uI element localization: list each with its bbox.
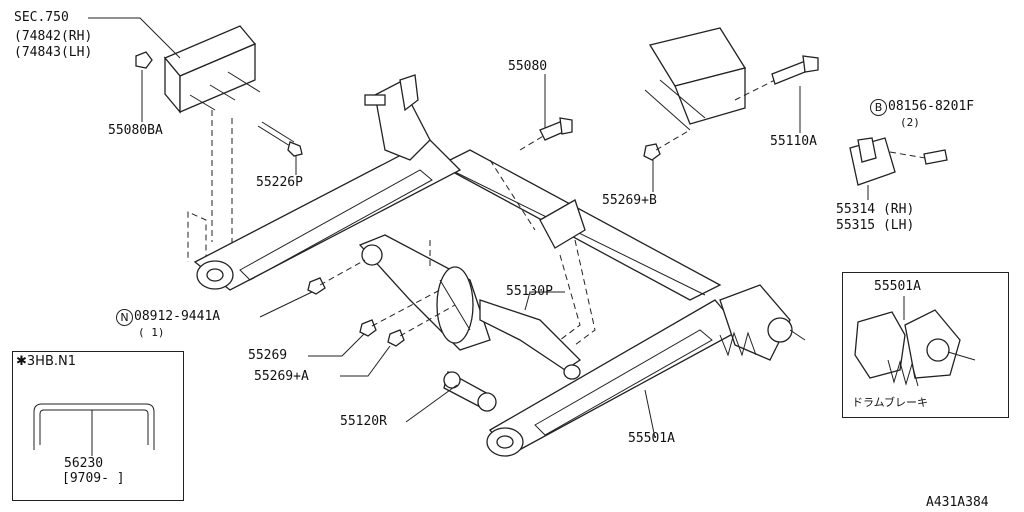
- label-hb-title: ✱3HB.N1: [16, 354, 76, 369]
- bracket-55314: [849, 137, 948, 186]
- guide-left: [187, 118, 233, 263]
- label-55120r: 55120R: [340, 414, 387, 429]
- drum-brake-knuckle: [854, 309, 976, 387]
- diagram-code: A431A384: [926, 495, 989, 510]
- label-bolt-code: 08156-8201F: [888, 99, 975, 114]
- label-55501a-inset: 55501A: [874, 279, 921, 294]
- label-56230: 56230: [64, 456, 104, 471]
- label-sec-lh: (74843(LH): [14, 45, 93, 60]
- nut-55269a: [387, 329, 405, 347]
- label-drum-brake: ドラムブレーキ: [852, 396, 929, 409]
- body-frame-left: [163, 25, 261, 114]
- nut-55269: [359, 319, 377, 337]
- label-nut-qty: ( 1): [138, 326, 165, 339]
- hb-inset: [12, 351, 184, 501]
- label-nut-code: 08912-9441A: [134, 309, 221, 324]
- label-55226p: 55226P: [256, 175, 303, 190]
- trailing-arm-left: [193, 74, 462, 291]
- label-55314: 55314 (RH): [836, 202, 915, 217]
- body-frame-right: [644, 27, 747, 131]
- label-55269a: 55269+A: [254, 369, 309, 384]
- center-member: [358, 234, 582, 380]
- label-56230-date: [9709- ]: [62, 471, 125, 486]
- nut-55080ba: [135, 51, 153, 69]
- nut-55269b: [643, 129, 691, 161]
- trailing-arm-right: [486, 284, 806, 457]
- circle-n-marker: N: [116, 309, 133, 326]
- drum-brake-inset: [842, 272, 1009, 418]
- label-55269b: 55269+B: [602, 193, 657, 208]
- label-55080: 55080: [508, 59, 548, 74]
- rear-axle-beam: [438, 149, 722, 346]
- bolt-55080: [519, 117, 573, 151]
- label-55130p: 55130P: [506, 284, 553, 299]
- link-55120r: [443, 371, 497, 412]
- label-55110a: 55110A: [770, 134, 817, 149]
- hose-clip-56230: [33, 403, 155, 450]
- leader-lines: [88, 17, 905, 456]
- nut-08912: [307, 277, 326, 295]
- label-55269: 55269: [248, 348, 288, 363]
- label-sec-750: SEC.750: [14, 10, 69, 25]
- bolt-55226p: [257, 121, 303, 157]
- label-55315: 55315 (LH): [836, 218, 915, 233]
- label-55501a-main: 55501A: [628, 431, 675, 446]
- label-sec-rh: (74842(RH): [14, 29, 93, 44]
- bolt-55110a: [734, 55, 819, 101]
- label-bolt-qty: (2): [900, 116, 920, 129]
- circle-b-marker: B: [870, 99, 887, 116]
- label-55080ba: 55080BA: [108, 123, 163, 138]
